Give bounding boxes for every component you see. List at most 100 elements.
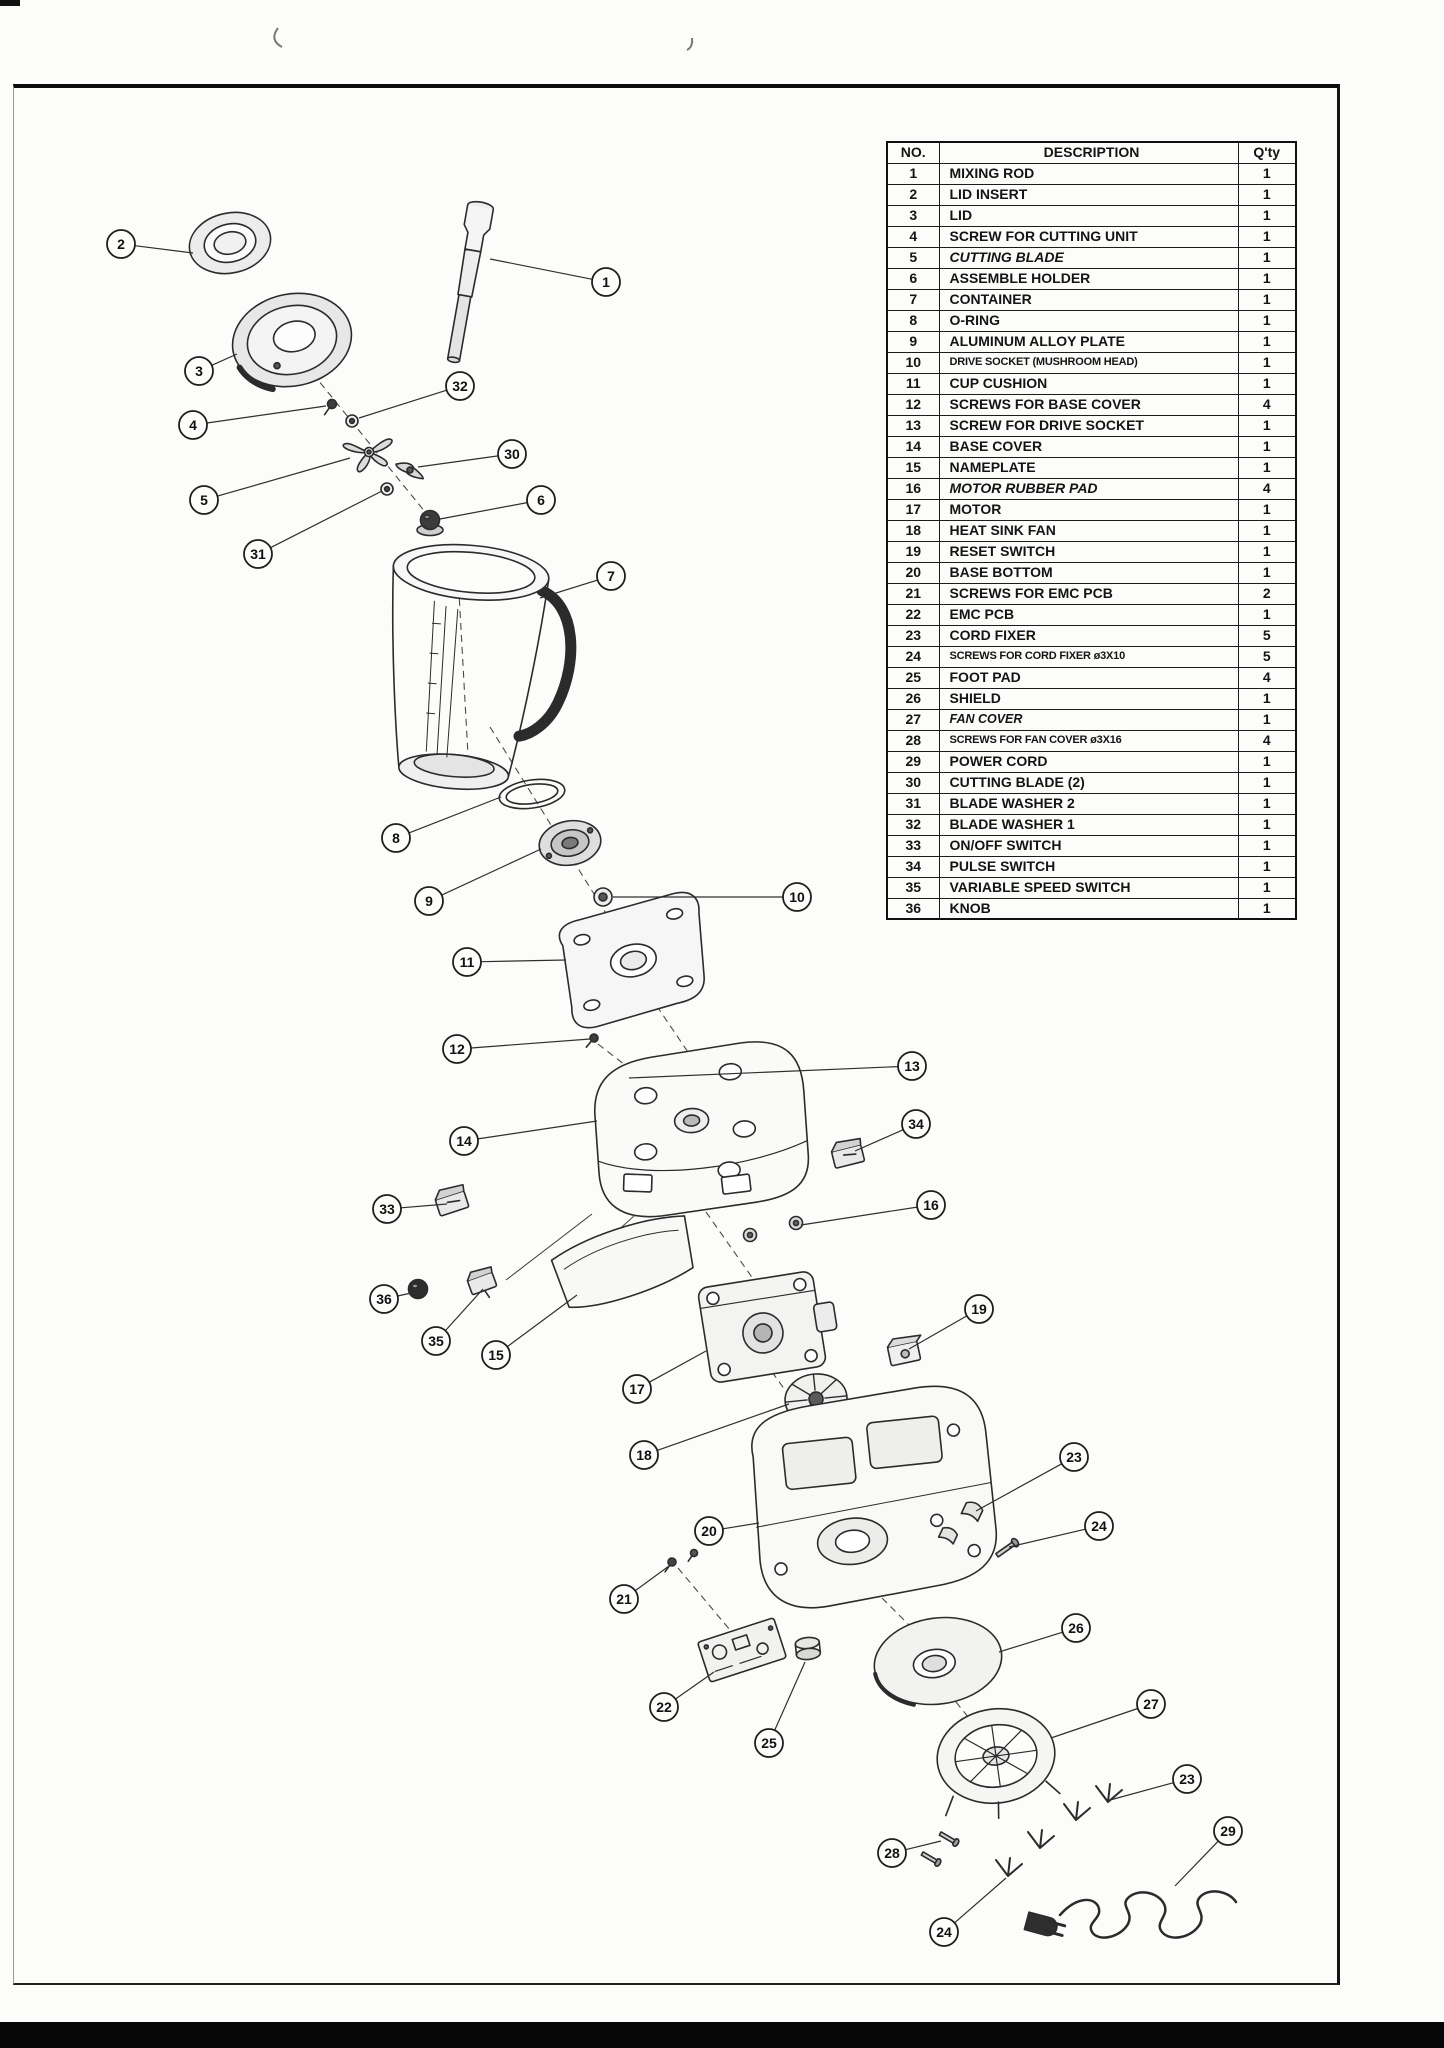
part-qty: 1 xyxy=(1237,267,1297,290)
part-qty: 1 xyxy=(1237,372,1297,395)
callout-20: 20 xyxy=(694,1516,724,1546)
callout-number-28: 28 xyxy=(884,1845,900,1861)
pen-marks xyxy=(273,27,694,51)
callout-number-26: 26 xyxy=(1068,1620,1084,1636)
callout-number-14: 14 xyxy=(456,1133,472,1149)
part-no: 26 xyxy=(886,687,940,710)
callout-number-33: 33 xyxy=(379,1201,395,1217)
part-description: DRIVE SOCKET (MUSHROOM HEAD) xyxy=(938,351,1239,374)
callout-5: 5 xyxy=(189,485,219,515)
part-screw-cutting-unit xyxy=(323,398,338,416)
callout-bubble-12 xyxy=(442,1034,472,1064)
callout-leader-9 xyxy=(441,848,542,896)
callout-leader-22 xyxy=(675,1671,715,1700)
part-no: 35 xyxy=(886,876,940,899)
callout-number-34: 34 xyxy=(908,1116,924,1132)
callout-30: 30 xyxy=(497,439,527,469)
part-blade-washer-1 xyxy=(345,414,359,428)
callout-bubble-30 xyxy=(497,439,527,469)
part-emc-pcb xyxy=(697,1617,787,1683)
part-o-ring xyxy=(498,778,566,810)
callout-bubble-4 xyxy=(178,410,208,440)
part-qty: 1 xyxy=(1237,162,1297,185)
part-no: 4 xyxy=(886,225,940,248)
part-no: 23 xyxy=(886,624,940,647)
part-power-cord xyxy=(1023,1890,1238,1939)
callout-number-5: 5 xyxy=(200,492,208,508)
part-reset-switch xyxy=(886,1334,922,1367)
part-description: KNOB xyxy=(938,897,1239,920)
callout-18: 18 xyxy=(629,1440,659,1470)
part-qty: 1 xyxy=(1237,813,1297,836)
callout-14: 14 xyxy=(449,1126,479,1156)
callout-23: 23 xyxy=(1059,1442,1089,1472)
part-description: RESET SWITCH xyxy=(938,540,1239,563)
part-description: SCREW FOR CUTTING UNIT xyxy=(938,225,1239,248)
callout-bubble-29 xyxy=(1213,1816,1243,1846)
part-no: 12 xyxy=(886,393,940,416)
callout-number-35: 35 xyxy=(428,1333,444,1349)
callout-2: 2 xyxy=(106,229,136,259)
part-no: 21 xyxy=(886,582,940,605)
part-qty: 2 xyxy=(1237,582,1297,605)
part-cutting-blade xyxy=(342,438,393,473)
callout-33: 33 xyxy=(372,1194,402,1224)
callout-number-21: 21 xyxy=(616,1591,632,1607)
column-header-description: DESCRIPTION xyxy=(938,141,1239,164)
callout-number-4: 4 xyxy=(189,417,197,433)
callout-bubble-23 xyxy=(1059,1442,1089,1472)
callout-number-15: 15 xyxy=(488,1347,504,1363)
part-aluminum-plate xyxy=(538,819,602,867)
callout-number-10: 10 xyxy=(789,889,805,905)
part-no: 18 xyxy=(886,519,940,542)
part-no: 5 xyxy=(886,246,940,269)
part-foot-pad xyxy=(794,1636,822,1661)
callout-leader-18 xyxy=(657,1403,790,1451)
part-qty: 1 xyxy=(1237,876,1297,899)
callout-29: 29 xyxy=(1213,1816,1243,1846)
callout-bubble-6 xyxy=(526,485,556,515)
part-no: 3 xyxy=(886,204,940,227)
callout-bubble-5 xyxy=(189,485,219,515)
part-description: BLADE WASHER 2 xyxy=(938,792,1239,815)
part-description: SHIELD xyxy=(938,687,1239,710)
part-description: VARIABLE SPEED SWITCH xyxy=(938,876,1239,899)
callout-bubble-1 xyxy=(591,267,621,297)
part-description: HEAT SINK FAN xyxy=(938,519,1239,542)
part-description: ALUMINUM ALLOY PLATE xyxy=(938,330,1239,353)
part-description: LID INSERT xyxy=(938,183,1239,206)
part-description: LID xyxy=(938,204,1239,227)
callout-8: 8 xyxy=(381,823,411,853)
callout-1: 1 xyxy=(591,267,621,297)
callout-25: 25 xyxy=(754,1728,784,1758)
part-qty: 1 xyxy=(1237,246,1297,269)
callout-bubble-14 xyxy=(449,1126,479,1156)
callout-number-11: 11 xyxy=(460,954,475,970)
part-qty: 4 xyxy=(1237,666,1297,689)
part-qty: 1 xyxy=(1237,561,1297,584)
part-cord-fixer xyxy=(937,1526,959,1545)
part-qty: 1 xyxy=(1237,897,1297,920)
callout-leader-20 xyxy=(722,1522,760,1530)
part-qty: 1 xyxy=(1237,750,1297,773)
callout-number-24: 24 xyxy=(936,1924,952,1940)
part-qty: 1 xyxy=(1237,204,1297,227)
part-pulse-switch xyxy=(830,1137,866,1169)
callout-27: 27 xyxy=(1136,1689,1166,1719)
part-description: MOTOR xyxy=(938,498,1239,521)
part-description: PULSE SWITCH xyxy=(938,855,1239,878)
part-cutting-blade-2 xyxy=(395,462,424,480)
callout-bubble-17 xyxy=(622,1374,652,1404)
